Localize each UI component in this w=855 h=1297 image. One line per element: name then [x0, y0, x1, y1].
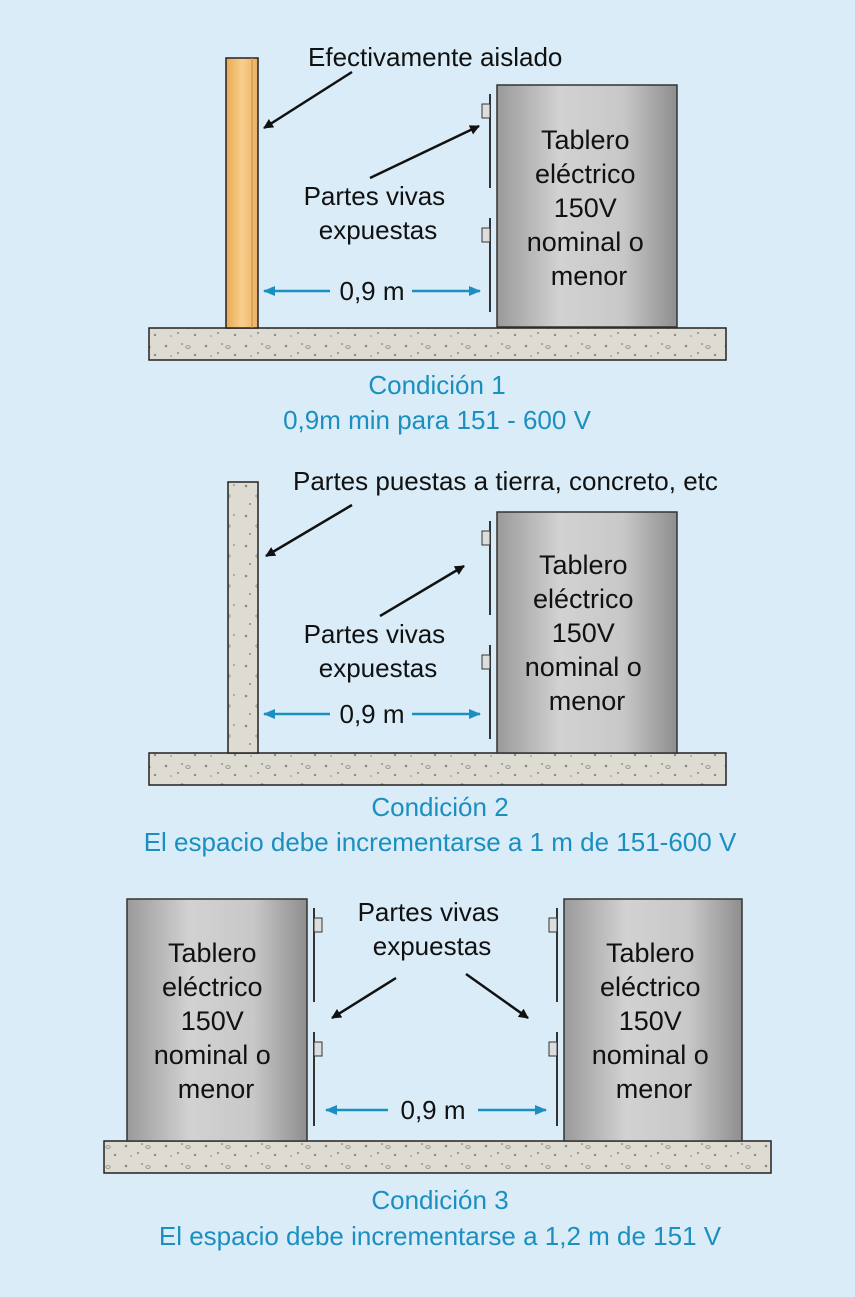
wood-wall	[225, 57, 259, 329]
concrete-floor	[148, 327, 727, 361]
distance-dimension: 0,9 m	[325, 1095, 547, 1125]
electrical-panel-left: Tablero eléctrico 150V nominal o menor	[126, 898, 323, 1142]
wall-arrow	[265, 503, 353, 558]
live-parts-arrow	[369, 124, 480, 180]
electrical-panel: Tablero eléctrico 150V nominal o menor	[481, 511, 678, 754]
distance-label: 0,9 m	[339, 699, 404, 729]
panel-text: Tablero eléctrico 150V nominal o menor	[154, 938, 279, 1104]
electrical-panel: Tablero eléctrico 150V nominal o menor	[481, 84, 678, 328]
wall-label: Efectivamente aislado	[308, 42, 562, 72]
electrical-panel-right: Tablero eléctrico 150V nominal o menor	[548, 898, 743, 1142]
condition-2: Tablero eléctrico 150V nominal o menor P…	[144, 466, 737, 857]
caption-title: Condición 2	[371, 792, 508, 822]
concrete-floor	[148, 752, 727, 786]
concrete-wall	[227, 481, 259, 754]
live-parts-arrow	[379, 564, 465, 618]
live-parts-arrow-right	[465, 972, 529, 1020]
live-parts-label: Partes vivas expuestas	[304, 181, 453, 245]
concrete-floor	[103, 1140, 772, 1174]
condition-1: Tablero eléctrico 150V nominal o menor E…	[148, 42, 727, 435]
live-parts-arrow-left	[331, 976, 397, 1020]
caption-text: El espacio debe incrementarse a 1,2 m de…	[159, 1221, 722, 1251]
wall-label: Partes puestas a tierra, concreto, etc	[293, 466, 718, 496]
distance-dimension: 0,9 m	[263, 276, 481, 306]
distance-label: 0,9 m	[400, 1095, 465, 1125]
wall-arrow	[263, 70, 353, 130]
distance-label: 0,9 m	[339, 276, 404, 306]
live-parts-label: Partes vivas expuestas	[304, 619, 453, 683]
live-parts-label: Partes vivas expuestas	[358, 897, 507, 961]
panel-text: Tablero eléctrico 150V nominal o menor	[592, 938, 717, 1104]
caption-title: Condición 1	[368, 370, 505, 400]
panel-text: Tablero eléctrico 150V nominal o menor	[527, 125, 652, 291]
caption-text: 0,9m min para 151 - 600 V	[283, 405, 591, 435]
distance-dimension: 0,9 m	[263, 699, 481, 729]
caption-text: El espacio debe incrementarse a 1 m de 1…	[144, 827, 737, 857]
panel-text: Tablero eléctrico 150V nominal o menor	[525, 550, 650, 716]
caption-title: Condición 3	[371, 1185, 508, 1215]
condition-3: Tablero eléctrico 150V nominal o menor T…	[103, 897, 772, 1251]
